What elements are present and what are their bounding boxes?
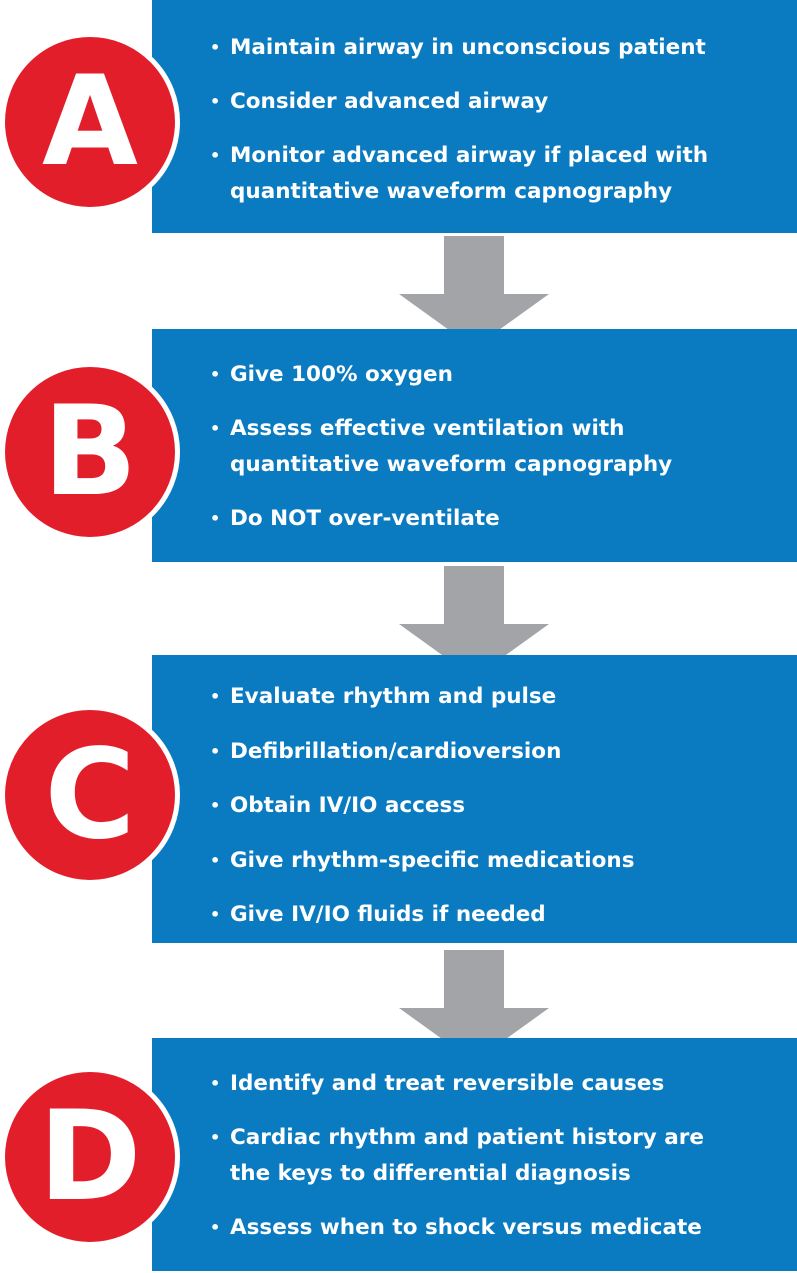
bullet: • bbox=[210, 1128, 221, 1147]
step-a-item-2-text: Consider advanced airway bbox=[230, 89, 549, 114]
step-a-item: • Maintain airway in unconscious patient bbox=[210, 30, 787, 66]
step-c-item-3-text: Obtain IV/IO access bbox=[230, 793, 466, 818]
step-b-item-2-text-line-1: Assess effective ventilation with bbox=[230, 416, 625, 441]
step-d-item-2-text-line-2: the keys to differential diagnosis bbox=[230, 1161, 631, 1186]
step-b-item-2-text-line-2: quantitative waveform capnography bbox=[230, 452, 673, 477]
step-b-item: • Give 100% oxygen bbox=[210, 357, 787, 393]
bullet: • bbox=[210, 850, 221, 870]
step-d-item-3-text: Assess when to shock versus medicate bbox=[230, 1215, 702, 1240]
step-b-item-1-text: Give 100% oxygen bbox=[230, 362, 453, 387]
step-c-item-2-text: Defibrillation/cardioversion bbox=[230, 738, 562, 764]
down-arrow-icon bbox=[399, 950, 549, 1062]
down-arrow-icon bbox=[399, 566, 549, 678]
step-a-item-3-text-line-2: quantitative waveform capnography bbox=[230, 179, 673, 204]
step-d-item: • Identify and treat reversible causes bbox=[210, 1066, 787, 1102]
bullet: • bbox=[210, 741, 221, 761]
step-b-badge: B bbox=[0, 362, 180, 542]
step-a-box: • Maintain airway in unconscious patient… bbox=[152, 0, 797, 233]
bullet: • bbox=[210, 1074, 221, 1093]
bullet: • bbox=[210, 365, 221, 384]
step-b-item: • Assess effective ventilation with quan… bbox=[210, 411, 787, 483]
step-d-item-2-text-line-1: Cardiac rhythm and patient history are bbox=[230, 1125, 704, 1150]
step-d-item: • Assess when to shock versus medicate bbox=[210, 1210, 787, 1246]
step-c-item: • Defibrillation/cardioversion bbox=[210, 734, 787, 770]
down-arrow-icon bbox=[399, 236, 549, 348]
step-c-badge: C bbox=[0, 705, 180, 885]
step-b-item-3-text: Do NOT over-ventilate bbox=[230, 506, 500, 531]
step-d-badge: D bbox=[0, 1067, 180, 1247]
bullet: • bbox=[210, 146, 221, 165]
step-a-badge: A bbox=[0, 32, 180, 212]
step-c-item-1-text: Evaluate rhythm and pulse bbox=[230, 684, 557, 709]
bullet: • bbox=[210, 509, 221, 528]
step-c-item: • Obtain IV/IO access bbox=[210, 788, 787, 824]
bullet: • bbox=[210, 687, 221, 706]
step-c-item: • Give rhythm-specific medications bbox=[210, 843, 787, 879]
step-c-box: • Evaluate rhythm and pulse • Defibrilla… bbox=[152, 655, 797, 943]
step-c-item-4-text: Give rhythm-specific medications bbox=[230, 847, 635, 873]
step-c-item: • Evaluate rhythm and pulse bbox=[210, 679, 787, 715]
step-d-item: • Cardiac rhythm and patient history are… bbox=[210, 1120, 787, 1192]
step-d-item-1-text: Identify and treat reversible causes bbox=[230, 1071, 665, 1096]
bullet: • bbox=[210, 419, 221, 438]
bullet: • bbox=[210, 1218, 221, 1237]
step-a-item-3-text-line-1: Monitor advanced airway if placed with bbox=[230, 143, 709, 168]
step-a-item-1-text: Maintain airway in unconscious patient bbox=[230, 35, 706, 60]
step-c-item-5-text: Give IV/IO fluids if needed bbox=[230, 902, 546, 927]
step-b-box: • Give 100% oxygen • Assess effective ve… bbox=[152, 329, 797, 562]
bullet: • bbox=[210, 38, 221, 57]
bullet: • bbox=[210, 905, 221, 924]
bullet: • bbox=[210, 796, 221, 815]
step-d-box: • Identify and treat reversible causes •… bbox=[152, 1038, 797, 1271]
bullet: • bbox=[210, 92, 221, 111]
step-b-item: • Do NOT over-ventilate bbox=[210, 501, 787, 537]
step-a-item: • Monitor advanced airway if placed with… bbox=[210, 138, 787, 210]
step-c-item: • Give IV/IO fluids if needed bbox=[210, 897, 787, 933]
step-a-item: • Consider advanced airway bbox=[210, 84, 787, 120]
